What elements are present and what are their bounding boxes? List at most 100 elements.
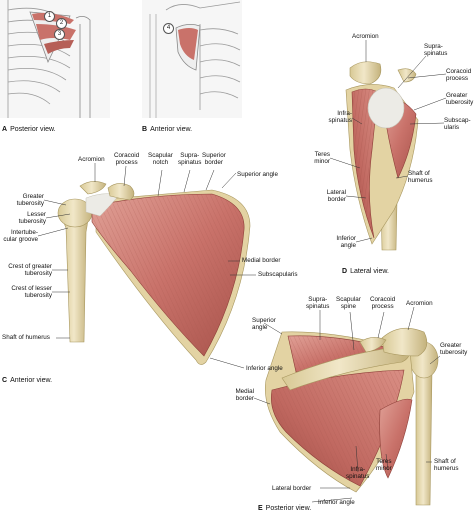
c-crest-lesser-l2: tuberosity bbox=[24, 292, 52, 299]
c-crest-greater-l2: tuberosity bbox=[24, 270, 52, 277]
c-coracoid-l1: Coracoid bbox=[114, 152, 140, 159]
d-coracoid-l1: Coracoid bbox=[446, 68, 472, 75]
e-medial-border-l1: Medial bbox=[235, 388, 254, 395]
c-lesser-tuberosity-l2: tuberosity bbox=[18, 218, 46, 225]
e-infraspinatus: Infra-spinatus bbox=[346, 466, 369, 480]
c-lesser-tuberosity-l1: Lesser bbox=[27, 211, 46, 218]
marker-2: 2 bbox=[56, 18, 67, 29]
d-lateral-border-l1: Lateral bbox=[326, 189, 346, 196]
c-acromion: Acromion bbox=[78, 156, 105, 163]
leader-lines bbox=[37, 40, 447, 503]
c-supraspinatus-l2: spinatus bbox=[178, 159, 202, 166]
e-shaft-l2: humerus bbox=[434, 465, 459, 472]
d-subscapularis-l1: Subscap- bbox=[444, 117, 471, 124]
e-teres-minor-l2: minor bbox=[376, 465, 392, 472]
d-infraspinatus: Infra-spinatus bbox=[316, 110, 352, 124]
e-supraspinatus-l2: spinatus bbox=[306, 303, 330, 310]
c-intertubercular-l2: cular groove bbox=[3, 236, 38, 243]
marker-3: 3 bbox=[54, 29, 65, 40]
d-acromion: Acromion bbox=[352, 33, 379, 40]
e-superior-angle-l2: angle bbox=[252, 324, 268, 331]
panel-d-illustration bbox=[345, 61, 419, 251]
d-shaft-l1: Shaft of bbox=[408, 170, 430, 177]
e-infraspinatus-l1: Infra- bbox=[350, 466, 366, 473]
e-coracoid-l1: Coracoid bbox=[370, 296, 396, 303]
caption-b-text: Anterior view. bbox=[150, 126, 193, 133]
caption-e-letter: E bbox=[258, 505, 263, 512]
c-shaft: Shaft of humerus bbox=[2, 334, 50, 341]
c-crest-lesser-l1: Crest of lesser bbox=[11, 285, 52, 292]
d-greater-tuberosity-l1: Greater bbox=[446, 92, 468, 99]
c-supraspinatus: Supra-spinatus bbox=[178, 152, 201, 166]
panel-e-illustration bbox=[265, 327, 439, 506]
c-superior-border-l1: Superior bbox=[202, 152, 226, 159]
c-scapular-notch-l2: notch bbox=[152, 159, 169, 166]
c-superior-border-l2: border bbox=[204, 159, 223, 166]
e-greater-tuberosity-l1: Greater bbox=[440, 342, 462, 349]
caption-c-text: Anterior view. bbox=[10, 377, 53, 384]
e-supraspinatus-l1: Supra- bbox=[308, 296, 328, 303]
panel-c-illustration bbox=[57, 181, 251, 365]
d-supraspinatus-l1: Supra- bbox=[424, 43, 443, 50]
d-subscapularis-l2: ularis bbox=[444, 124, 460, 131]
c-crest-greater-l1: Crest of greater bbox=[8, 263, 52, 270]
e-medial-border-l2: border bbox=[235, 395, 254, 402]
c-intertubercular: Intertube-cular groove bbox=[0, 229, 38, 243]
d-infraspinatus-l1: Infra- bbox=[337, 110, 352, 117]
d-shaft-l2: humerus bbox=[408, 177, 433, 184]
d-inferior-angle-l1: Inferior bbox=[336, 235, 356, 242]
e-scapular-spine-l1: Scapular bbox=[336, 296, 361, 303]
caption-c-letter: C bbox=[2, 377, 8, 384]
d-infraspinatus-l2: spinatus bbox=[328, 117, 352, 124]
e-supraspinatus: Supra-spinatus bbox=[306, 296, 329, 310]
c-superior-angle: Superior angle bbox=[237, 171, 278, 178]
d-lateral-border-l2: border bbox=[327, 196, 346, 203]
d-greater-tuberosity-l2: tuberosity bbox=[446, 99, 474, 106]
e-scapular-spine-l2: spine bbox=[340, 303, 356, 310]
e-acromion: Acromion bbox=[406, 300, 433, 307]
marker-1: 1 bbox=[44, 11, 55, 22]
d-subscapularis: Subscap-ularis bbox=[444, 117, 471, 131]
caption-a-letter: A bbox=[2, 126, 8, 133]
d-supraspinatus: Supra-spinatus bbox=[424, 43, 447, 57]
c-inferior-angle: Inferior angle bbox=[246, 365, 283, 372]
caption-b-letter: B bbox=[142, 126, 148, 133]
c-coracoid-l2: process bbox=[115, 159, 138, 166]
c-medial-border: Medial border bbox=[242, 257, 281, 264]
panel-b-illustration bbox=[142, 0, 242, 118]
caption-d-text: Lateral view. bbox=[350, 268, 389, 275]
caption-e-text: Posterior view. bbox=[265, 505, 312, 512]
c-intertubercular-l1: Intertube- bbox=[11, 229, 38, 236]
e-lateral-border: Lateral border bbox=[272, 485, 312, 492]
e-superior-angle-l1: Superior bbox=[252, 317, 276, 324]
e-coracoid-l2: process bbox=[371, 303, 394, 310]
caption-d-letter: D bbox=[342, 268, 348, 275]
marker-4: 4 bbox=[163, 23, 174, 34]
c-greater-tuberosity-l2: tuberosity bbox=[16, 200, 44, 207]
panel-a-illustration bbox=[0, 0, 110, 118]
c-subscapularis: Subscapularis bbox=[258, 271, 298, 278]
